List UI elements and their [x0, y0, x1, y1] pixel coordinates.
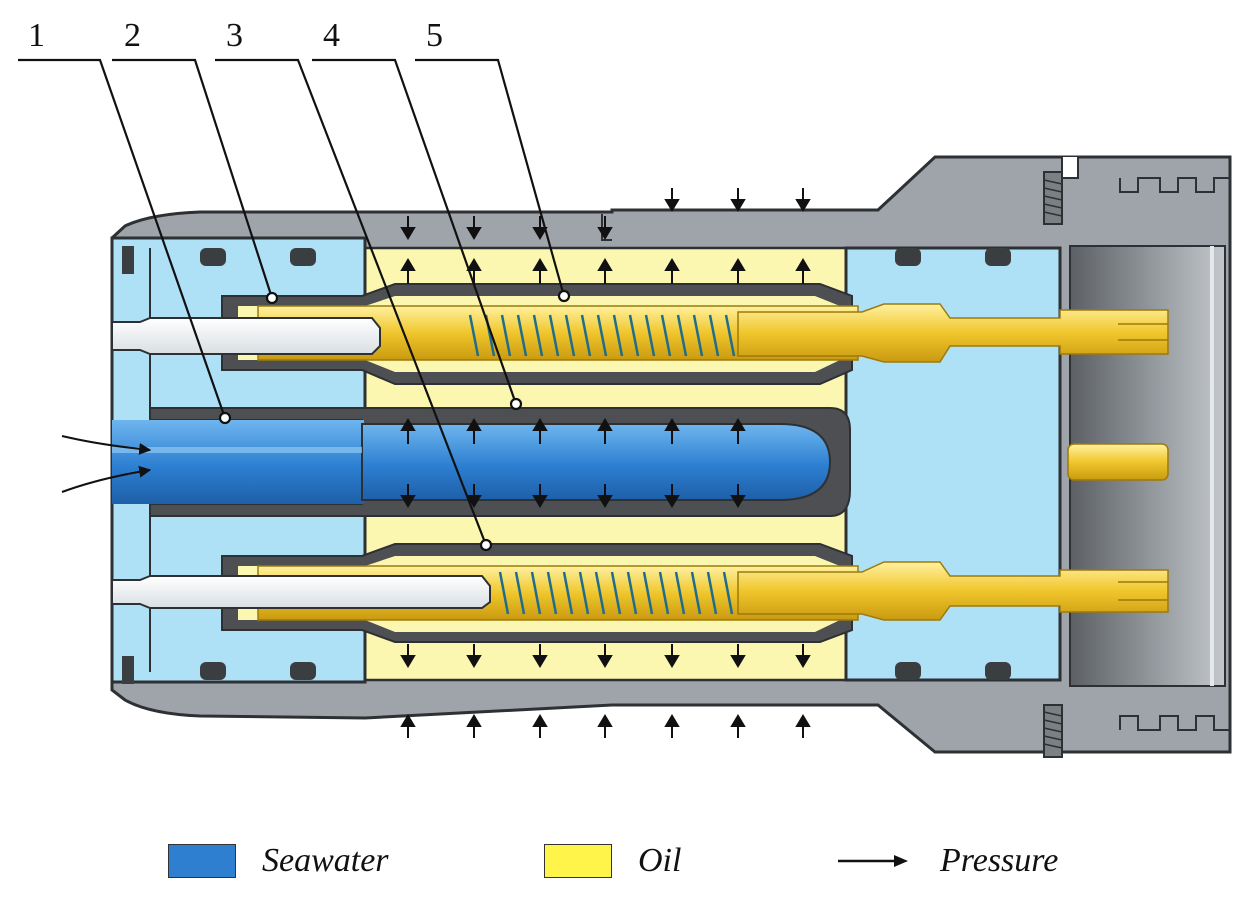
legend-seawater: Seawater — [168, 836, 389, 886]
seawater-channel — [61, 407, 851, 517]
upper-contact — [111, 283, 1169, 385]
legend-oil: Oil — [544, 836, 681, 886]
callout-4: 4 — [323, 17, 340, 54]
callout-5: 5 — [426, 17, 443, 54]
pressure-arrows — [400, 188, 811, 738]
seawater-swatch — [168, 844, 236, 878]
connector-cross-section: 1 2 3 4 5 — [18, 17, 1232, 758]
threaded-screw-top — [1043, 171, 1063, 225]
callout-3: 3 — [226, 17, 243, 54]
callout-leaders — [18, 58, 566, 546]
callout-2: 2 — [124, 17, 141, 54]
legend-pressure-label: Pressure — [940, 842, 1059, 879]
pressure-arrow-icon — [838, 855, 908, 867]
lower-contact — [111, 543, 1169, 643]
oil-swatch — [544, 844, 612, 878]
callout-1: 1 — [28, 17, 45, 54]
legend: Seawater Oil Pressure — [0, 836, 1257, 886]
legend-oil-label: Oil — [638, 842, 682, 879]
legend-seawater-label: Seawater — [262, 842, 389, 879]
legend-pressure: Pressure — [836, 836, 1058, 886]
callout-dots — [218, 289, 571, 552]
threaded-screw-bottom — [1043, 704, 1063, 758]
center-pin — [1067, 443, 1169, 481]
